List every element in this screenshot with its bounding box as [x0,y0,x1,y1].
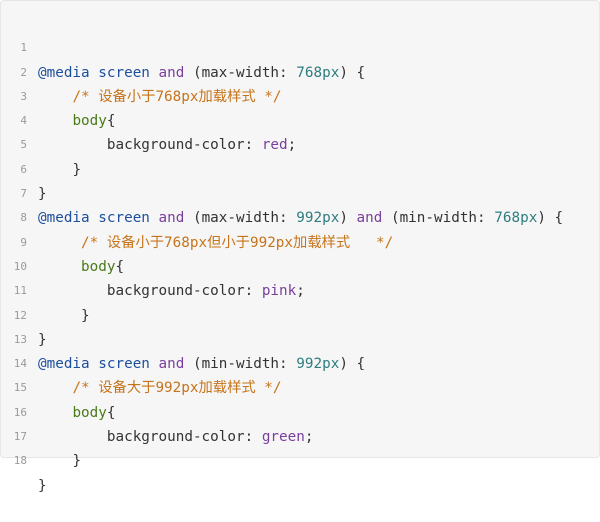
line-code: background-color: pink; [106,283,305,300]
line-number: 2 [20,65,27,79]
line-number: 8 [20,211,27,225]
media-type: screen [98,64,150,81]
line-code: } [38,477,47,494]
code-line: 1 @media screen and (max-width: 768px) { [1,12,599,80]
code-line: 2 /* 设备小于768px加载样式 */ [1,36,599,105]
code-line: 17 } [1,401,599,469]
line-number: 7 [20,187,27,201]
code-line: 12 } [1,279,599,348]
line-number: 3 [20,89,27,103]
property-value: green [261,429,305,446]
code-line: 16 background-color: green; [1,376,599,445]
line-code: /* 设备小于768px但小于992px加载样式 */ [38,231,393,255]
and-keyword: and [158,356,185,373]
line-number: 12 [13,308,27,322]
line-number: 14 [13,357,27,371]
line-code: @media screen and (max-width: 992px) and… [38,210,564,227]
code-line: 8 /* 设备小于768px但小于992px加载样式 */ [1,182,599,250]
line-code: } [72,453,82,470]
line-code: body{ [72,404,116,421]
property: background-color: [106,429,262,446]
breakpoint-value: 992px [296,210,340,227]
code-line: 13 @media screen and (min-width: 992px) … [1,304,599,372]
code-line: 5 } [1,109,599,177]
line-number: 5 [20,138,27,152]
media-type: screen [98,210,150,227]
selector: body [81,258,116,275]
comment: /* 设备小于768px加载样式 */ [72,88,282,105]
code-line: 3 body{ [1,61,599,129]
code-line: 15 body{ [1,352,599,420]
line-number: 9 [20,235,27,249]
line-number: 17 [13,430,27,444]
at-rule: @media [38,64,90,81]
breakpoint-value: 768px [296,64,340,81]
code-block: 1 @media screen and (max-width: 768px) {… [0,0,600,494]
line-code: } [72,161,82,178]
line-code: } [81,307,90,324]
line-code: body{ [81,258,125,275]
line-number: 16 [13,405,27,419]
code-line: 6 } [1,133,599,202]
comment: /* 设备大于992px加载样式 */ [72,380,282,397]
property-value: pink [261,283,297,300]
line-code: } [38,331,47,348]
line-code: } [38,186,47,203]
line-code: background-color: red; [106,137,297,154]
line-number: 10 [13,259,27,273]
breakpoint-value: 768px [494,210,538,227]
code-line: 9 body{ [1,206,599,275]
line-number: 4 [20,114,27,128]
property: background-color: [106,137,262,154]
line-code: /* 设备小于768px加载样式 */ [38,85,282,109]
line-number: 13 [13,332,27,346]
line-code: @media screen and (min-width: 992px) { [38,356,366,373]
property-value: red [261,137,288,154]
and-keyword: and [158,210,185,227]
code-line: 10 background-color: pink; [1,231,599,299]
and-keyword: and [356,210,383,227]
line-code: background-color: green; [106,429,314,446]
and-keyword: and [158,64,185,81]
line-code: @media screen and (max-width: 768px) { [38,64,366,81]
media-type: screen [98,356,150,373]
property: background-color: [106,283,262,300]
at-rule: @media [38,210,90,227]
line-number: 1 [20,41,27,55]
line-number: 11 [13,284,27,298]
code-line: 4 background-color: red; [1,85,599,153]
line-code: /* 设备大于992px加载样式 */ [38,376,282,400]
line-number: 15 [13,381,27,395]
at-rule: @media [38,356,90,373]
comment: /* 设备小于768px但小于992px加载样式 */ [81,234,394,251]
code-line: 11 } [1,255,599,323]
line-number: 18 [13,454,27,468]
selector: body [72,113,107,130]
breakpoint-value: 992px [296,356,340,373]
code-line: 7 @media screen and (max-width: 992px) a… [1,158,599,226]
code-line: 18 } [1,425,599,493]
selector: body [72,404,107,421]
code-line: 14 /* 设备大于992px加载样式 */ [1,328,599,396]
line-code: body{ [72,113,116,130]
line-number: 6 [20,162,27,176]
